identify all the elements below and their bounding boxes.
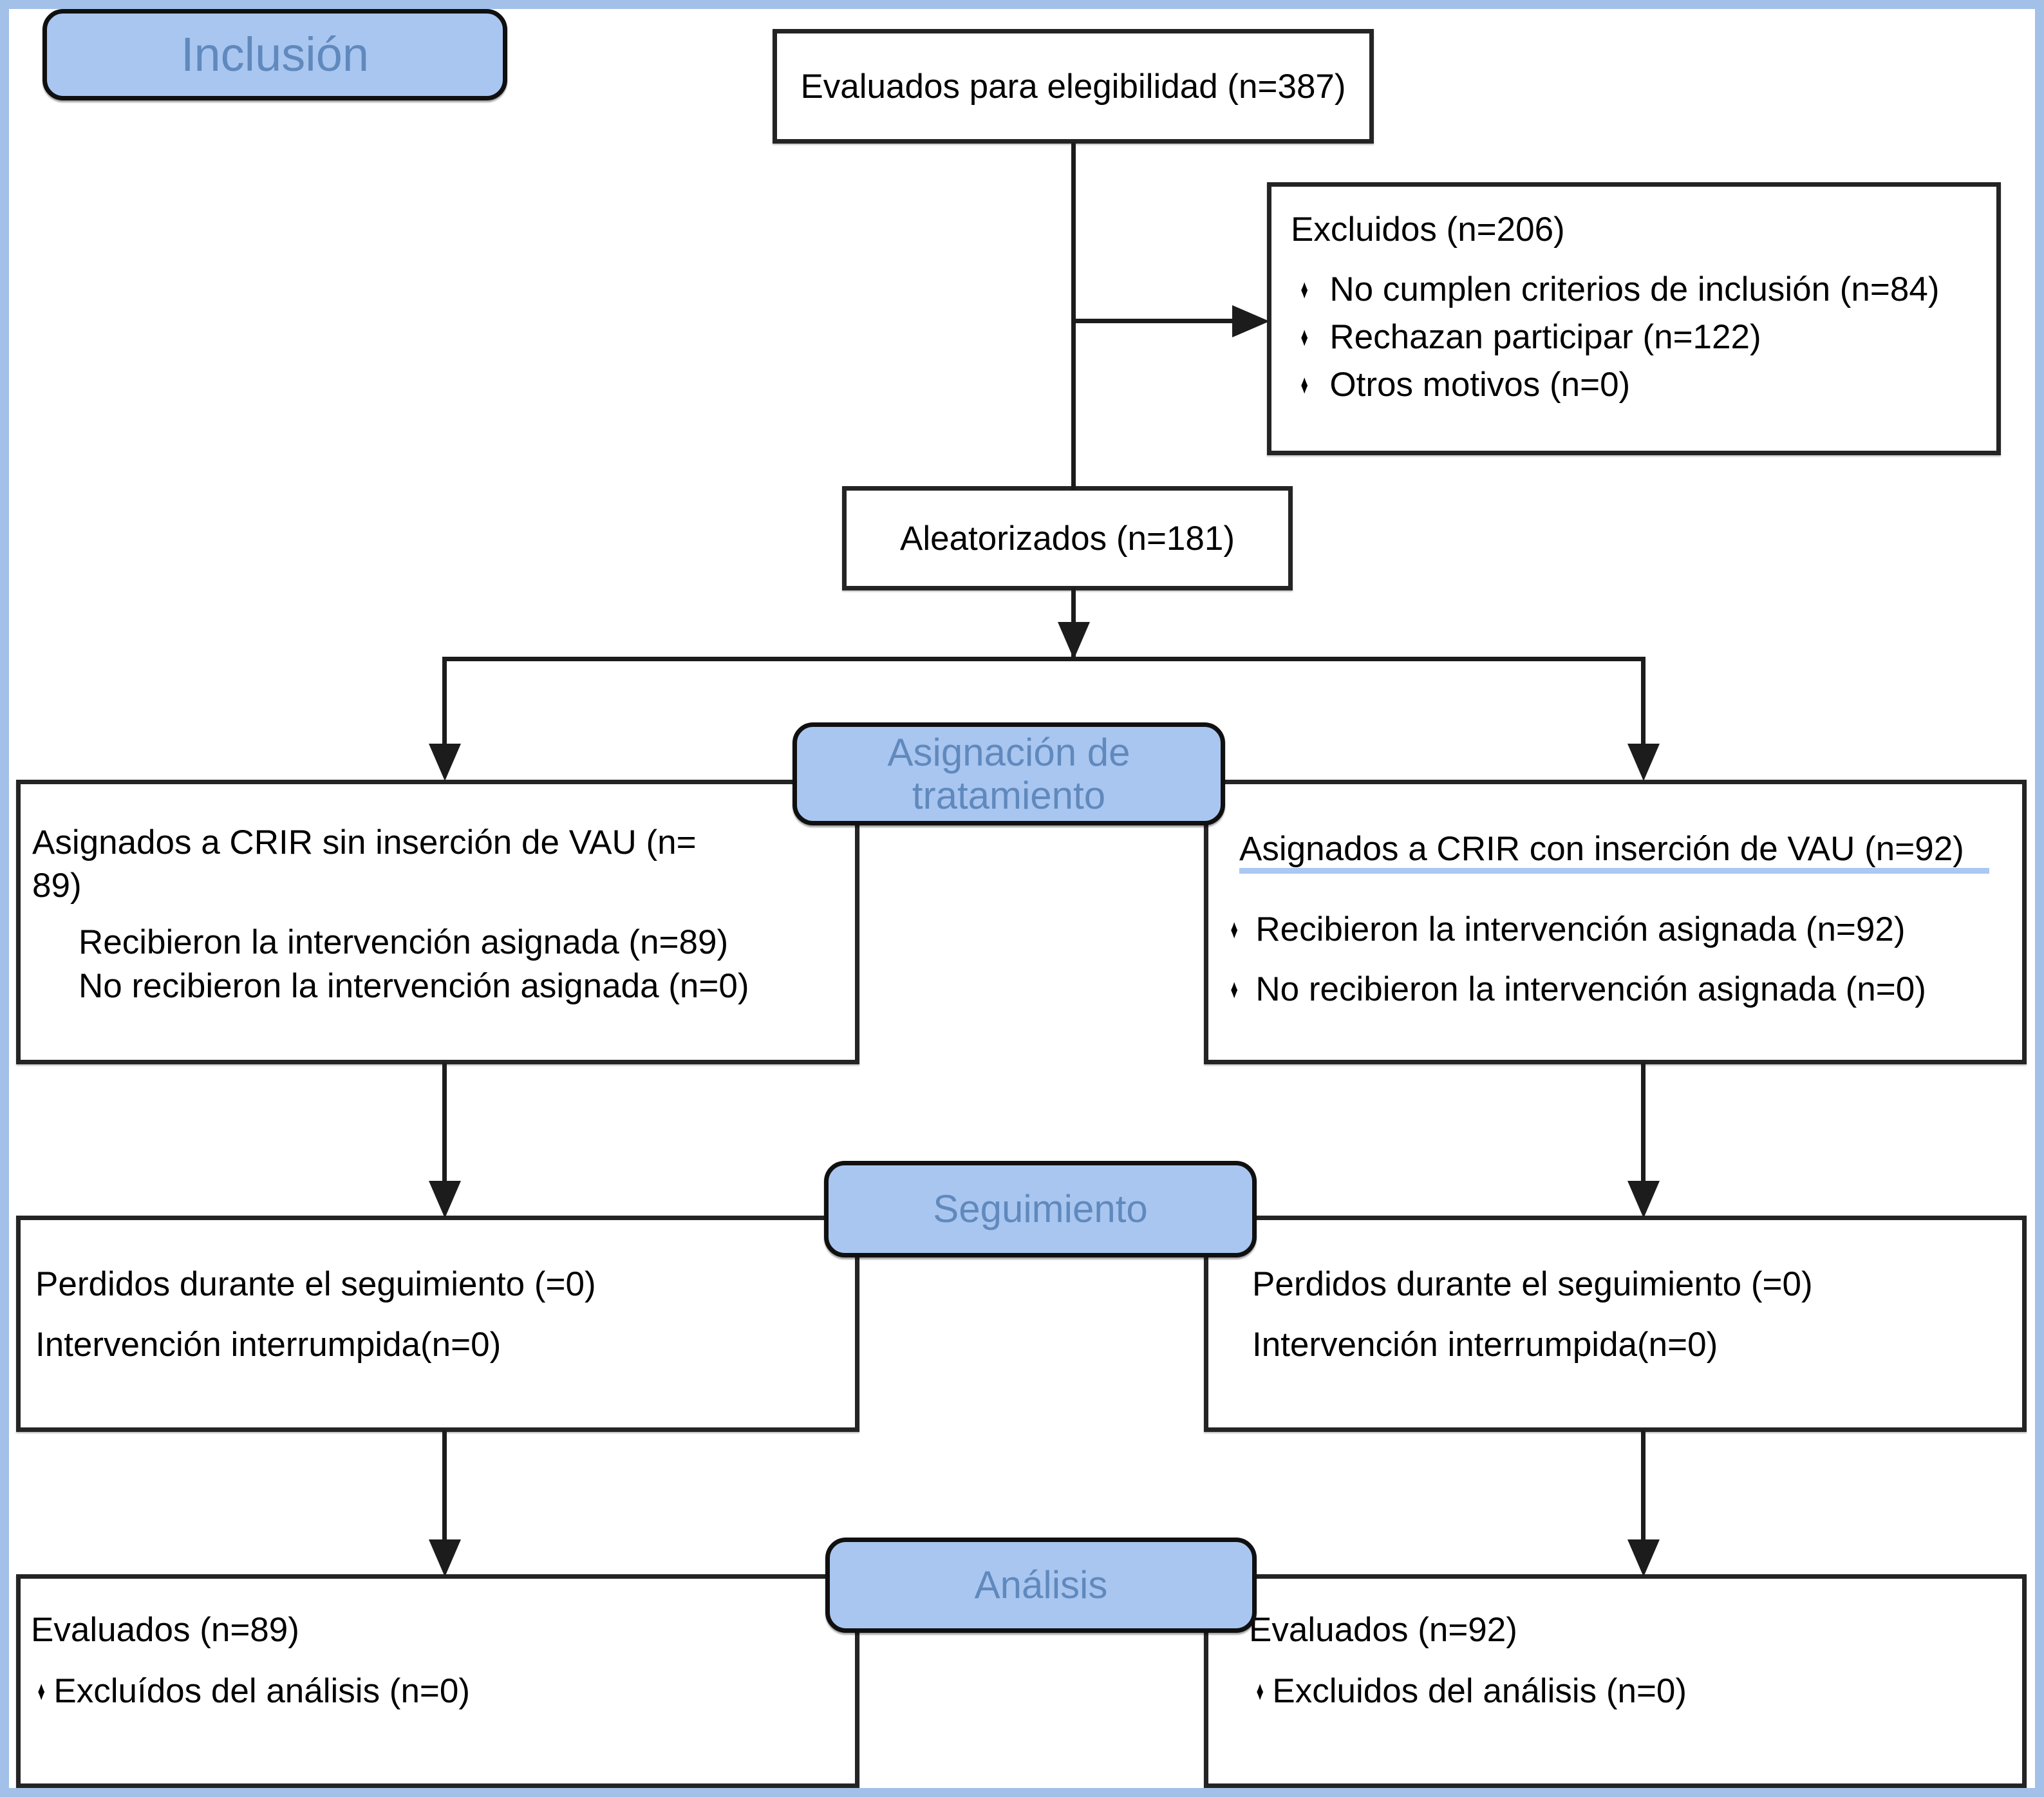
bullet-icon: ♦ [1300,321,1308,352]
arm-left-item: No recibieron la intervención asignada (… [79,967,749,1005]
box-analysis-right [1204,1574,2027,1788]
connector-to-excluded [1071,319,1239,323]
box-arm-left [16,780,859,1064]
analysis-right-item-text: Excluidos del análisis (n=0) [1272,1672,1687,1710]
stage-assignment-label: Asignación de tratamiento [887,730,1130,817]
stage-badge-assignment: Asignación de tratamiento [792,722,1225,825]
analysis-right-item: ♦ Excluidos del análisis (n=0) [1254,1672,1687,1711]
arrowhead-analysis-left [429,1539,461,1577]
excluded-item-text: Otros motivos (n=0) [1329,366,1631,404]
stage-badge-inclusion: Inclusión [42,9,507,100]
arm-right-title-underline [1239,868,1989,874]
excluded-item: ♦ Rechazan participar (n=122) [1299,318,1761,357]
arrowhead-excluded [1232,305,1270,337]
followup-right-item: Intervención interrumpida(n=0) [1252,1326,1718,1364]
arrowhead-arm-right [1627,744,1660,781]
arm-left-title-line2: 89) [32,867,82,905]
connector-branch-left [442,657,447,747]
box-randomized: Aleatorizados (n=181) [842,486,1293,590]
followup-left-item: Intervención interrumpida(n=0) [35,1326,502,1364]
connector-branch-right [1641,657,1646,747]
connector-followup-to-analysis-right [1641,1430,1646,1543]
arm-right-item-text: Recibieron la intervención asignada (n=9… [1255,910,1906,948]
arm-right-item-text: No recibieron la intervención asignada (… [1255,970,1926,1008]
arm-left-title-line1: Asignados a CRIR sin inserción de VAU (n… [32,823,697,861]
box-eligibility: Evaluados para elegibilidad (n=387) [773,29,1374,144]
excluded-item: ♦ No cumplen criterios de inclusión (n=84… [1299,270,1939,310]
bullet-icon: ♦ [1230,913,1238,945]
followup-right-item: Perdidos durante el seguimiento (=0) [1252,1265,1813,1303]
arrowhead-analysis-right [1627,1539,1660,1577]
bullet-icon: ♦ [1256,1675,1264,1706]
arm-left-item: Recibieron la intervención asignada (n=8… [79,923,729,961]
analysis-left-title: Evaluados (n=89) [31,1611,299,1649]
excluded-item-text: Rechazan participar (n=122) [1329,318,1761,356]
connector-eligibility-to-randomized [1071,142,1076,490]
followup-left-item: Perdidos durante el seguimiento (=0) [35,1265,596,1303]
bullet-icon: ♦ [1230,973,1238,1004]
arm-right-item: ♦ No recibieron la intervención asignada … [1228,970,1926,1010]
arm-right-item: ♦ Recibieron la intervención asignada (n=… [1228,910,1905,950]
bullet-icon: ♦ [1300,273,1308,305]
bullet-icon: ♦ [1300,368,1308,400]
arrowhead-branch [1058,622,1090,659]
eligibility-text: Evaluados para elegibilidad (n=387) [800,67,1346,106]
stage-badge-analysis: Análisis [825,1538,1257,1633]
stage-analysis-label: Análisis [974,1563,1108,1607]
stage-badge-followup: Seguimiento [824,1161,1257,1257]
analysis-left-item: ♦ Excluídos del análisis (n=0) [35,1672,470,1711]
box-arm-right [1204,780,2027,1064]
box-followup-right [1204,1216,2027,1432]
stage-inclusion-label: Inclusión [180,27,370,81]
arm-right-title: Asignados a CRIR con inserción de VAU (n… [1239,830,1964,868]
randomized-text: Aleatorizados (n=181) [899,519,1235,558]
excluded-title: Excluidos (n=206) [1291,211,1565,249]
excluded-item-text: No cumplen criterios de inclusión (n=84) [1329,270,1940,308]
connector-followup-to-analysis-left [442,1430,447,1543]
bullet-icon: ♦ [37,1675,45,1706]
arrowhead-arm-left [429,744,461,781]
arrowhead-followup-left [429,1181,461,1218]
excluded-item: ♦ Otros motivos (n=0) [1299,366,1630,405]
box-followup-left [16,1216,859,1432]
arrowhead-followup-right [1627,1181,1660,1218]
connector-arm-to-followup-right [1641,1062,1646,1185]
analysis-left-item-text: Excluídos del análisis (n=0) [53,1672,471,1710]
branch-line [442,657,1646,661]
analysis-right-title: Evaluados (n=92) [1249,1611,1517,1649]
box-analysis-left [16,1574,859,1788]
stage-followup-label: Seguimiento [933,1187,1148,1231]
connector-arm-to-followup-left [442,1062,447,1185]
